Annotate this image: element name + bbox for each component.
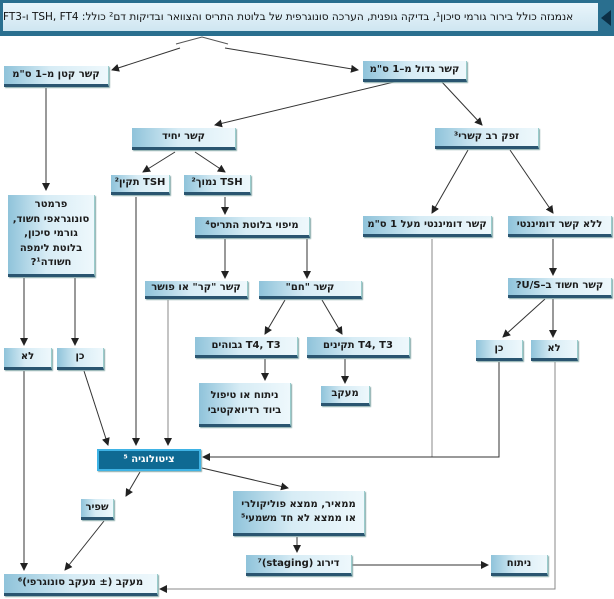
node-right-no: לא <box>531 340 578 361</box>
arrow <box>111 47 181 72</box>
node-dominant-nodule: קשר דומיננטי מעל 1 ס"מ <box>363 216 492 237</box>
node-suspicious-parameter: פרמטר סונוגראפי חשוד, גורמי סיכון, בלוטת… <box>8 195 95 277</box>
node-suspicious-us: קשר חשוד ב–U/S? <box>508 278 612 298</box>
node-tsh-normal: TSH תקין² <box>111 175 170 195</box>
node-thyroid-scan: מיפוי בלוטת התריס⁴ <box>195 217 310 238</box>
node-no-dominant-nodule: ללא קשר דומיננטי <box>508 216 612 237</box>
node-staging: דירוג (staging)⁷ <box>246 555 352 576</box>
node-cold-nodule: קשר "קר" או פושר <box>145 281 248 299</box>
node-left-no: לא <box>4 348 52 370</box>
node-surgery-or-radioiodine: ניתוח או טיפול ביוד רדיואקטיבי <box>199 383 291 427</box>
node-surgery: ניתוח <box>491 555 548 576</box>
node-followup-hot: מעקב <box>321 386 370 406</box>
node-followup-sonographic: מעקב (± מעקב סונוגרפי)⁶ <box>4 574 158 596</box>
node-single-nodule: קשר יחיד <box>132 128 236 150</box>
node-small-nodule: קשר קטן מ–1 ס"מ <box>4 66 109 87</box>
header-bar: אנמנזה כולל בירור גורמי סיכון¹, בדיקה גו… <box>0 0 614 36</box>
node-benign: שפיר <box>81 499 114 520</box>
node-malignant-follicular: ממאיר, ממצא פוליקולרי או ממצא לא חד משמע… <box>233 491 365 536</box>
node-large-nodule: קשר גדול מ–1 ס"מ <box>363 61 467 82</box>
node-tsh-low: TSH נמוך² <box>184 175 251 195</box>
arrow-left-icon <box>601 10 611 26</box>
node-t3t4-normal: T4, T3 תקינים <box>307 337 410 358</box>
node-hot-nodule: קשר "חם" <box>259 281 362 299</box>
node-multinodular-goiter: זפק רב קשרי³ <box>435 128 539 149</box>
node-left-yes: כן <box>57 348 104 370</box>
header-text: אנמנזה כולל בירור גורמי סיכון¹, בדיקה גו… <box>3 3 598 31</box>
node-t3t4-high: T4, T3 גבוהים <box>195 337 298 358</box>
node-right-yes: כן <box>476 340 523 361</box>
node-cytology: ציטולוגיה ⁵ <box>97 449 201 471</box>
